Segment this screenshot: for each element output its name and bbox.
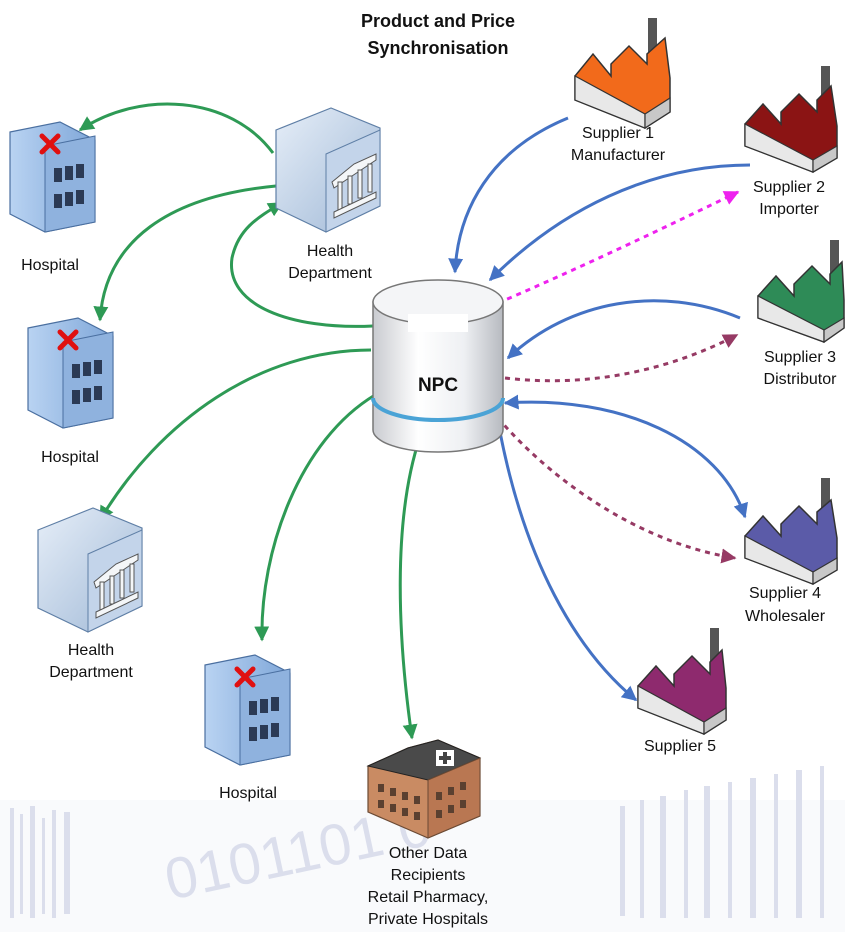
supplier-1-label: Supplier 1 xyxy=(582,125,654,142)
health-department-1-line-2: Department xyxy=(288,265,372,282)
health-department-1-building xyxy=(275,107,381,233)
flow-npc-to-hd1 xyxy=(230,201,374,328)
flow-npc-supplier4-bidirectional xyxy=(503,394,748,519)
diagram-title: Product and Price Synchronisation xyxy=(361,11,515,58)
red-cross-icon xyxy=(39,133,61,155)
flow-hd1-to-hospital2 xyxy=(93,184,277,322)
supplier-3-role: Distributor xyxy=(764,371,838,388)
npc-database-hub: NPC xyxy=(371,279,505,453)
other-recipients-line-2: Recipients xyxy=(391,867,466,884)
columns-icon xyxy=(331,153,377,219)
flow-npc-to-wholesaler-dashed xyxy=(496,417,737,564)
columns-icon xyxy=(93,553,139,619)
other-recipients-line-4: Private Hospitals xyxy=(368,911,488,928)
supplier-5-factory xyxy=(637,628,727,736)
flow-npc-to-supplier5 xyxy=(498,431,638,702)
npc-label: NPC xyxy=(418,375,458,396)
supplier-3-label: Supplier 3 xyxy=(764,349,836,366)
title-line-1: Product and Price xyxy=(361,11,515,31)
other-recipients-line-3: Retail Pharmacy, xyxy=(368,889,489,906)
hospital-1-label: Hospital xyxy=(21,257,79,274)
supplier-4-role: Wholesaler xyxy=(745,608,826,625)
supplier-3-factory xyxy=(757,240,845,344)
feedback-flows xyxy=(496,190,740,564)
flow-npc-to-hospital3 xyxy=(254,393,376,642)
hospital-3-building xyxy=(204,654,291,766)
supplier-inflows xyxy=(448,116,751,702)
supplier-4-label: Supplier 4 xyxy=(749,585,821,602)
health-department-1-line-1: Health xyxy=(307,243,353,260)
flow-npc-to-importer-dashed xyxy=(497,190,740,305)
supplier-1-factory xyxy=(574,18,671,130)
health-department-2-line-2: Department xyxy=(49,664,133,681)
hospital-3-label: Hospital xyxy=(219,785,277,802)
flow-npc-to-distributor-dashed xyxy=(504,333,739,383)
supplier-5-label: Supplier 5 xyxy=(644,738,716,755)
flow-supplier3-to-npc xyxy=(506,299,741,360)
title-line-2: Synchronisation xyxy=(367,38,508,58)
flow-supplier1-to-npc xyxy=(448,116,569,274)
supplier-2-factory xyxy=(744,66,838,174)
supplier-2-role: Importer xyxy=(759,201,819,218)
hospital-1-building xyxy=(9,121,96,233)
red-cross-icon xyxy=(234,666,256,688)
health-department-2-building xyxy=(37,507,143,633)
other-recipients-building xyxy=(366,739,482,839)
red-cross-icon xyxy=(57,329,79,351)
supplier-4-factory xyxy=(744,478,838,586)
health-department-2-line-1: Health xyxy=(68,642,114,659)
flow-npc-to-hd2 xyxy=(98,348,372,522)
hospital-2-building xyxy=(27,317,114,429)
supplier-1-role: Manufacturer xyxy=(571,147,666,164)
recipient-outflows xyxy=(78,102,422,740)
hospital-2-label: Hospital xyxy=(41,449,99,466)
flow-npc-to-other xyxy=(398,436,422,740)
flow-hd1-to-hospital1 xyxy=(78,102,275,154)
other-recipients-line-1: Other Data xyxy=(389,845,467,862)
medical-cross-icon xyxy=(436,750,454,766)
supplier-2-label: Supplier 2 xyxy=(753,179,825,196)
flow-supplier2-to-npc xyxy=(488,163,751,282)
